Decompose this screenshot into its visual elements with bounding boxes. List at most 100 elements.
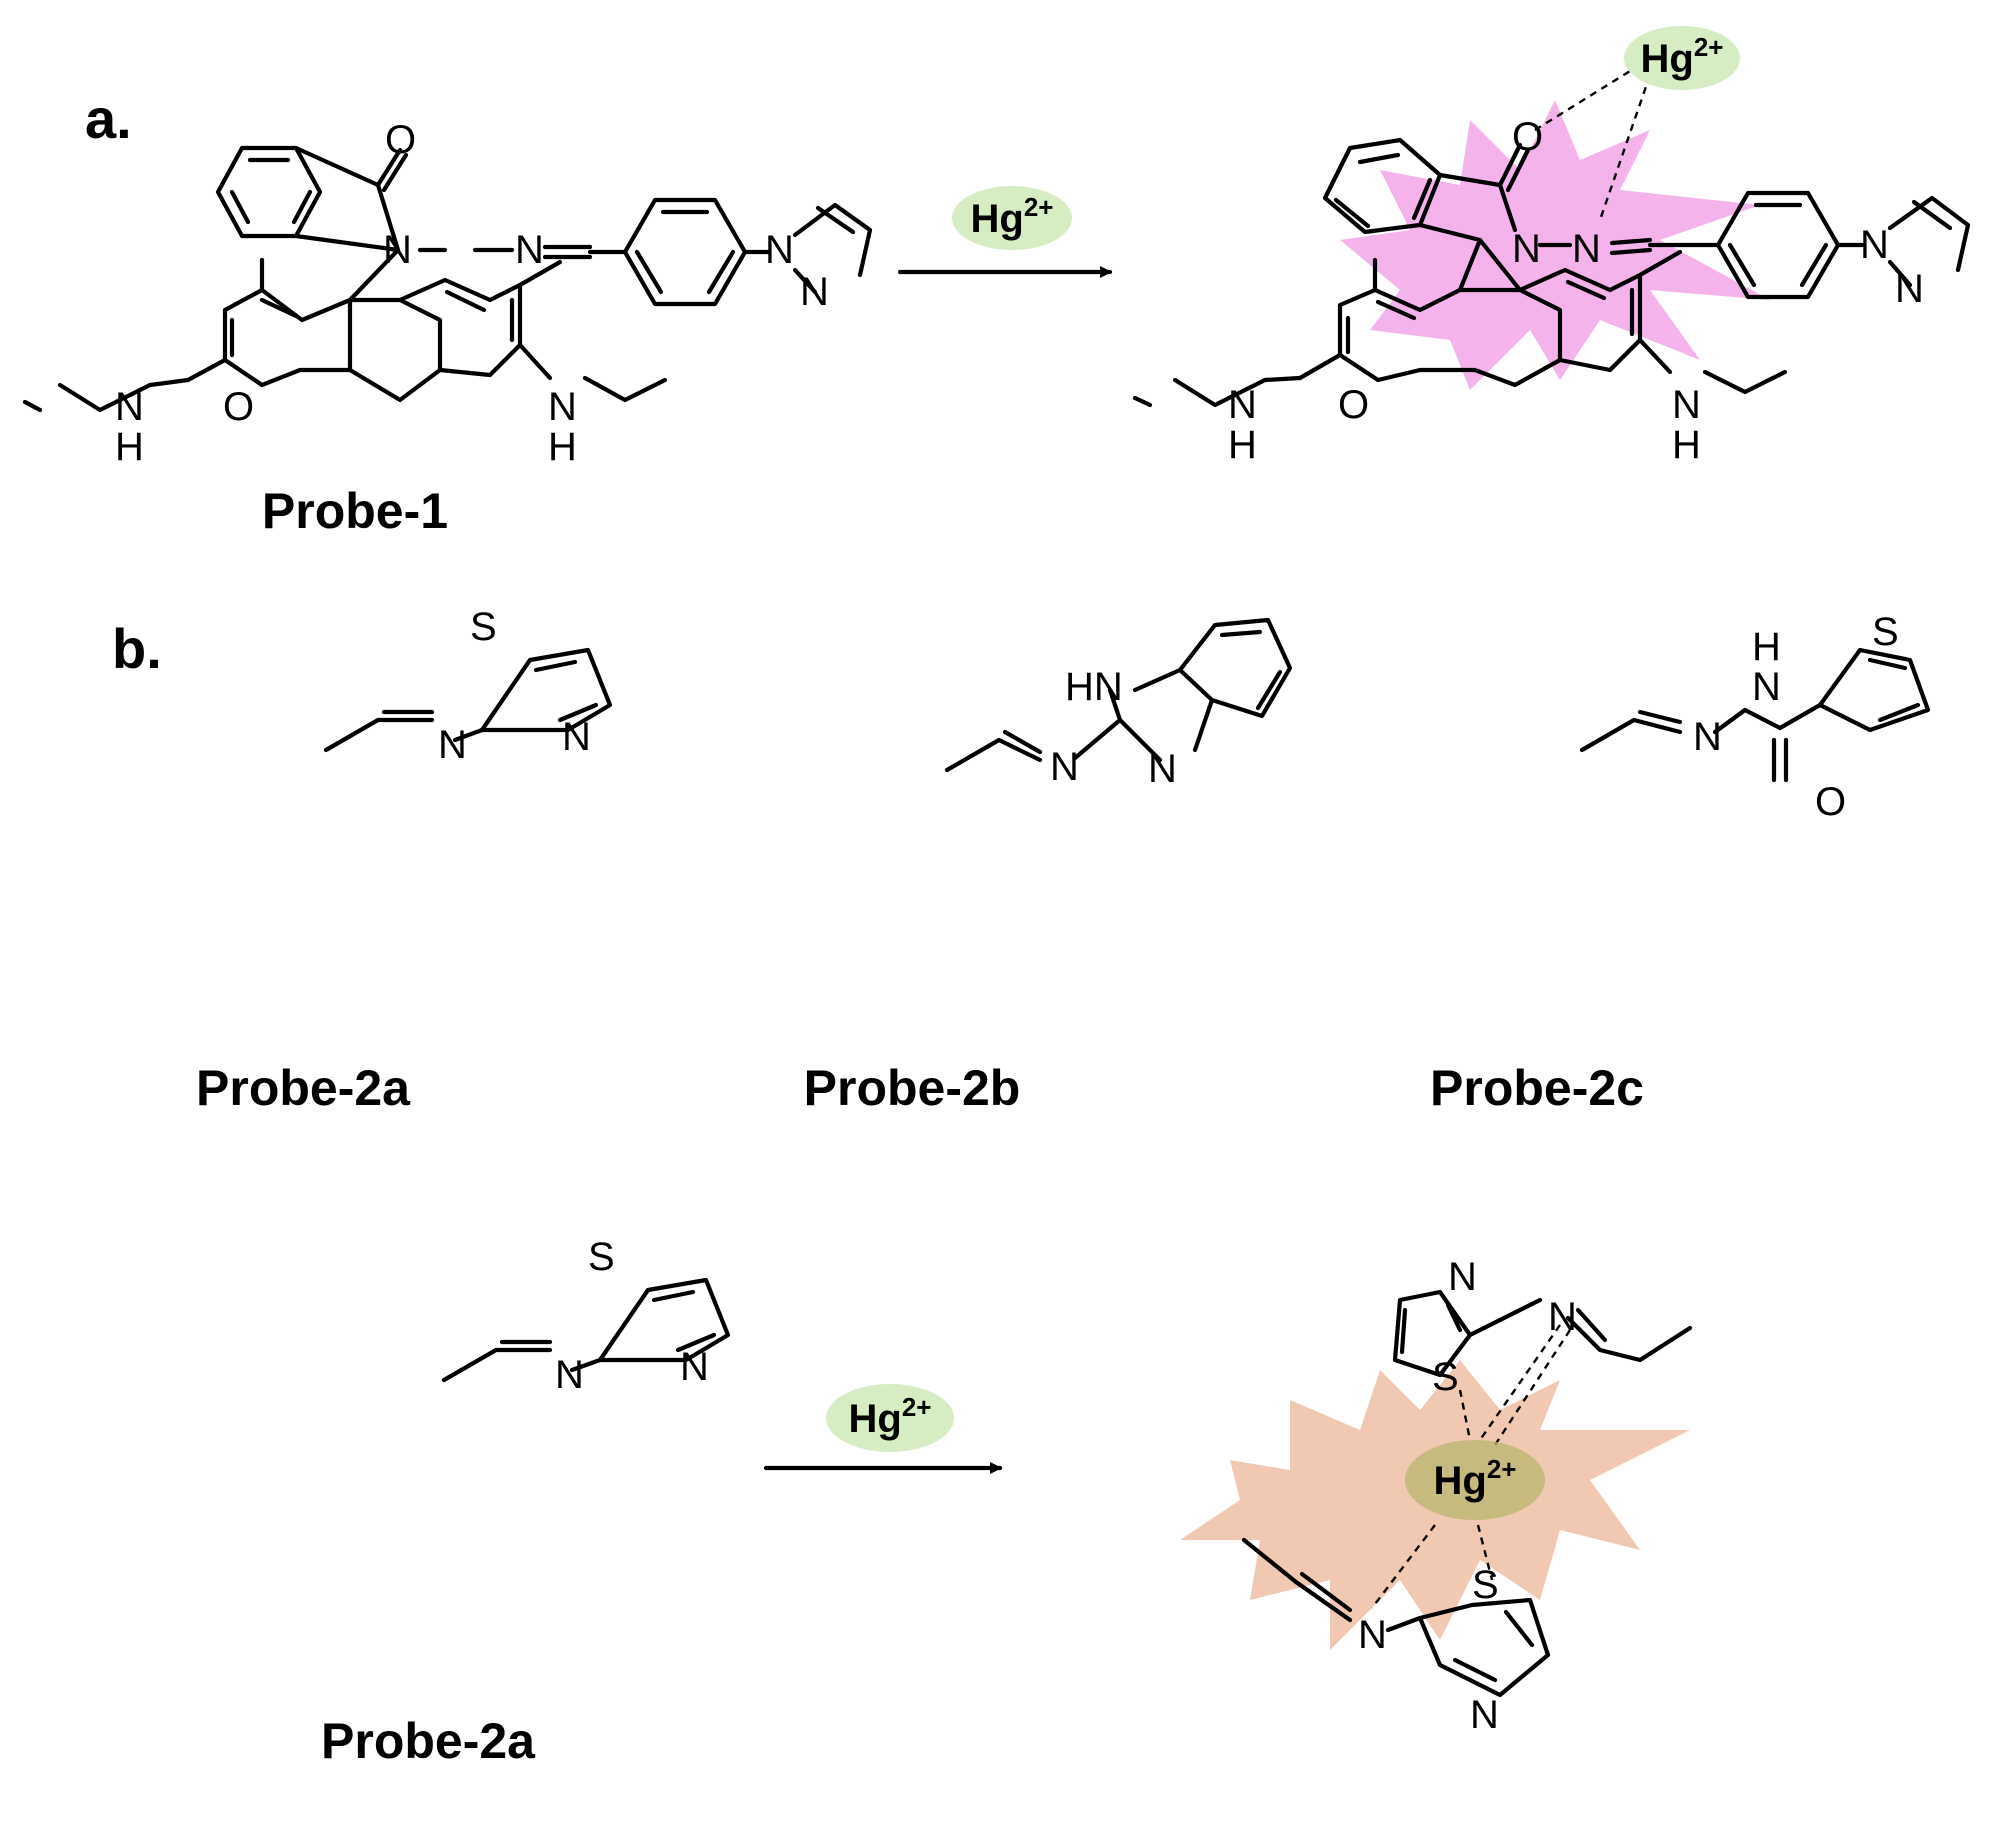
probe-2a-reactant-structure: [444, 1277, 731, 1383]
hg-ion-text-complex: Hg2+: [1641, 32, 1724, 81]
bond: [293, 145, 401, 303]
bond: [1712, 702, 1823, 735]
hg-ion-badge-complex-b: [1405, 1440, 1545, 1520]
hg-ion-badge-complex: [1624, 26, 1740, 90]
atom-label: O: [385, 118, 416, 162]
bond: [944, 737, 1043, 773]
atom-label: HN: [1065, 665, 1123, 709]
bond: [1132, 377, 1268, 408]
atom-label: S: [1872, 610, 1899, 654]
coordination-dash: [1458, 1389, 1472, 1441]
atom-label: S: [1432, 1355, 1459, 1399]
atom-label: N: [680, 1345, 709, 1389]
bond: [222, 287, 443, 403]
bond: [381, 709, 485, 743]
atom-label: N: [1672, 383, 1701, 427]
probe-2b-label: Probe-2b: [804, 1060, 1021, 1116]
bond: [479, 647, 613, 733]
atom-label: N: [1228, 383, 1257, 427]
atom-label: N: [1448, 1255, 1477, 1299]
bond: [542, 244, 593, 260]
hg-ion-badge-b: [826, 1384, 954, 1452]
hg-ion-text-b: Hg2+: [849, 1392, 932, 1441]
atom-label: H: [1228, 423, 1257, 467]
atom-label: H: [548, 425, 577, 469]
bond: [1537, 237, 1653, 256]
atom-label: N: [383, 228, 412, 272]
bond: [1637, 337, 1788, 395]
hg-ion-text-complex-b: Hg2+: [1434, 1454, 1517, 1503]
atom-label: O: [1815, 780, 1846, 824]
bond: [1333, 152, 1433, 229]
atom-label: N: [1050, 745, 1079, 789]
atom-label: S: [470, 605, 497, 649]
bond: [1771, 737, 1789, 783]
bond: [1297, 257, 1378, 381]
coordination-dash: [1534, 66, 1636, 132]
bond: [22, 382, 153, 413]
bond: [375, 147, 409, 193]
bond: [1637, 709, 1683, 725]
atom-label: N: [1895, 267, 1924, 311]
bond: [185, 257, 265, 383]
atom-label: N: [1693, 715, 1722, 759]
atom-label: O: [1512, 115, 1543, 159]
atom-label: N: [1548, 1295, 1577, 1339]
bond: [1345, 299, 1417, 355]
bond: [1241, 1537, 1353, 1623]
atom-label: N: [548, 385, 577, 429]
coordination-dash: [1493, 1329, 1572, 1446]
bond: [1072, 687, 1163, 763]
bond: [1637, 249, 1683, 278]
hg-ion-text: Hg2+: [971, 192, 1054, 241]
bond: [1467, 1297, 1543, 1338]
probe-1-hg-complex: [1132, 66, 1971, 408]
atom-label: N: [1470, 1693, 1499, 1737]
bond: [634, 209, 736, 295]
bond: [597, 1277, 731, 1363]
atom-label: N: [562, 715, 591, 759]
bond: [1887, 195, 1971, 273]
bond: [1385, 1597, 1551, 1698]
atom-label: H: [115, 425, 144, 469]
probe-2a-reactant-label: Probe-2a: [321, 1713, 536, 1769]
atom-label: N: [438, 723, 467, 767]
coordination-dash: [1479, 1324, 1561, 1441]
bond: [1132, 617, 1293, 753]
atom-label: S: [1472, 1563, 1499, 1607]
hg-ion-badge: [952, 186, 1072, 250]
coordination-dash: [1371, 1524, 1436, 1609]
bond: [397, 277, 523, 378]
atom-label: H: [1752, 625, 1781, 669]
bond: [622, 197, 748, 307]
atom-label: N: [1860, 223, 1889, 267]
panel-b-label: b.: [112, 617, 162, 680]
bond: [1579, 717, 1683, 753]
coordination-dash: [1476, 1524, 1494, 1581]
atom-label: N: [800, 270, 829, 314]
atom-label: S: [588, 1235, 615, 1279]
probe-2a-structure: [323, 647, 613, 753]
atom-label: H: [1672, 423, 1701, 467]
bond: [1337, 237, 1563, 388]
atom-label: N: [1148, 747, 1177, 791]
bond: [229, 297, 299, 358]
bond: [1565, 279, 1635, 337]
atom-label: N: [555, 1353, 584, 1397]
bond: [1637, 1325, 1693, 1363]
bond: [229, 157, 313, 225]
bond: [792, 202, 873, 278]
bond: [1392, 1289, 1473, 1378]
probe-2c-label: Probe-2c: [1430, 1060, 1644, 1116]
atom-label: N: [765, 228, 794, 272]
atom-label: N: [1512, 227, 1541, 271]
bond: [323, 717, 435, 753]
probe-1-structure: [22, 145, 873, 413]
bond: [147, 377, 191, 388]
bond: [1299, 1571, 1353, 1613]
bond: [517, 259, 563, 288]
bond: [517, 342, 668, 403]
probe-2b-structure: [944, 617, 1293, 773]
bond: [1817, 647, 1931, 733]
